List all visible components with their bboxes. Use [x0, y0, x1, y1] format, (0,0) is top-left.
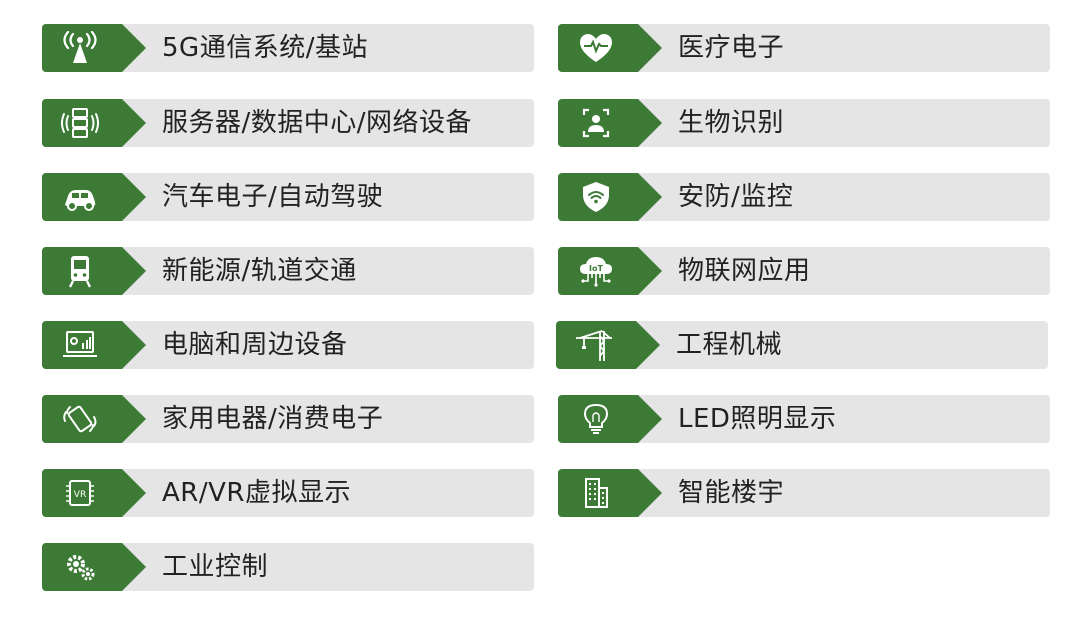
item-automotive: 汽车电子/自动驾驶: [42, 173, 534, 221]
item-label: LED照明显示: [678, 404, 837, 434]
badge: [42, 99, 146, 147]
badge: [556, 321, 660, 369]
heart-pulse-icon: [580, 34, 612, 62]
badge: [42, 173, 146, 221]
item-label: 生物识别: [678, 108, 785, 138]
item-led-lighting-display: LED照明显示: [558, 395, 1050, 443]
badge: [42, 24, 146, 72]
badge: [42, 321, 146, 369]
item-label: AR/VR虚拟显示: [162, 478, 351, 508]
item-label: 家用电器/消费电子: [162, 404, 384, 434]
badge: [42, 247, 146, 295]
item-computer-peripherals: 电脑和周边设备: [42, 321, 534, 369]
item-construction-machinery: 工程机械: [556, 321, 1048, 369]
item-home-appliances: 家用电器/消费电子: [42, 395, 534, 443]
item-label: 物联网应用: [678, 256, 811, 286]
vr-chip-text: VR: [74, 490, 86, 500]
item-ar-vr-display: VR AR/VR虚拟显示: [42, 469, 534, 517]
badge: [42, 395, 146, 443]
item-biometrics: 生物识别: [558, 99, 1050, 147]
item-label: 新能源/轨道交通: [162, 256, 357, 286]
light-bulb-icon: [583, 403, 609, 434]
item-label: 电脑和周边设备: [162, 330, 348, 360]
face-scan-icon: [582, 108, 610, 138]
badge: VR: [42, 469, 146, 517]
item-label: 工业控制: [162, 552, 269, 582]
item-server-datacenter: 服务器/数据中心/网络设备: [42, 99, 534, 147]
smartphone-vibrate-icon: [63, 405, 97, 433]
item-label: 安防/监控: [678, 182, 794, 212]
badge: [558, 99, 662, 147]
badge: [558, 173, 662, 221]
badge: [558, 469, 662, 517]
train-icon: [68, 256, 92, 288]
vr-chip-icon: VR: [66, 480, 94, 506]
item-medical-electronics: 医疗电子: [558, 24, 1050, 72]
security-shield-icon: [583, 182, 609, 212]
antenna-tower-icon: [63, 31, 97, 63]
item-iot-applications: IoT 物联网应用: [558, 247, 1050, 295]
badge: IoT: [558, 247, 662, 295]
laptop-chart-icon: [63, 331, 97, 357]
car-icon: [65, 190, 96, 211]
gears-icon: [67, 555, 95, 581]
item-label: 医疗电子: [678, 33, 785, 63]
item-new-energy-rail: 新能源/轨道交通: [42, 247, 534, 295]
building-icon: [585, 478, 608, 508]
item-label: 5G通信系统/基站: [162, 33, 368, 63]
tower-crane-icon: [576, 330, 612, 361]
iot-cloud-icon: IoT: [580, 257, 612, 287]
iot-cloud-text: IoT: [589, 264, 603, 273]
badge: [558, 395, 662, 443]
item-label: 汽车电子/自动驾驶: [162, 182, 384, 212]
item-industrial-control: 工业控制: [42, 543, 534, 591]
server-rack-icon: [61, 108, 99, 138]
badge: [558, 24, 662, 72]
item-security-surveillance: 安防/监控: [558, 173, 1050, 221]
item-label: 工程机械: [676, 330, 783, 360]
badge: [42, 543, 146, 591]
item-smart-building: 智能楼宇: [558, 469, 1050, 517]
item-5g-base-station: 5G通信系统/基站: [42, 24, 534, 72]
item-label: 智能楼宇: [678, 478, 785, 508]
item-label: 服务器/数据中心/网络设备: [162, 108, 473, 138]
